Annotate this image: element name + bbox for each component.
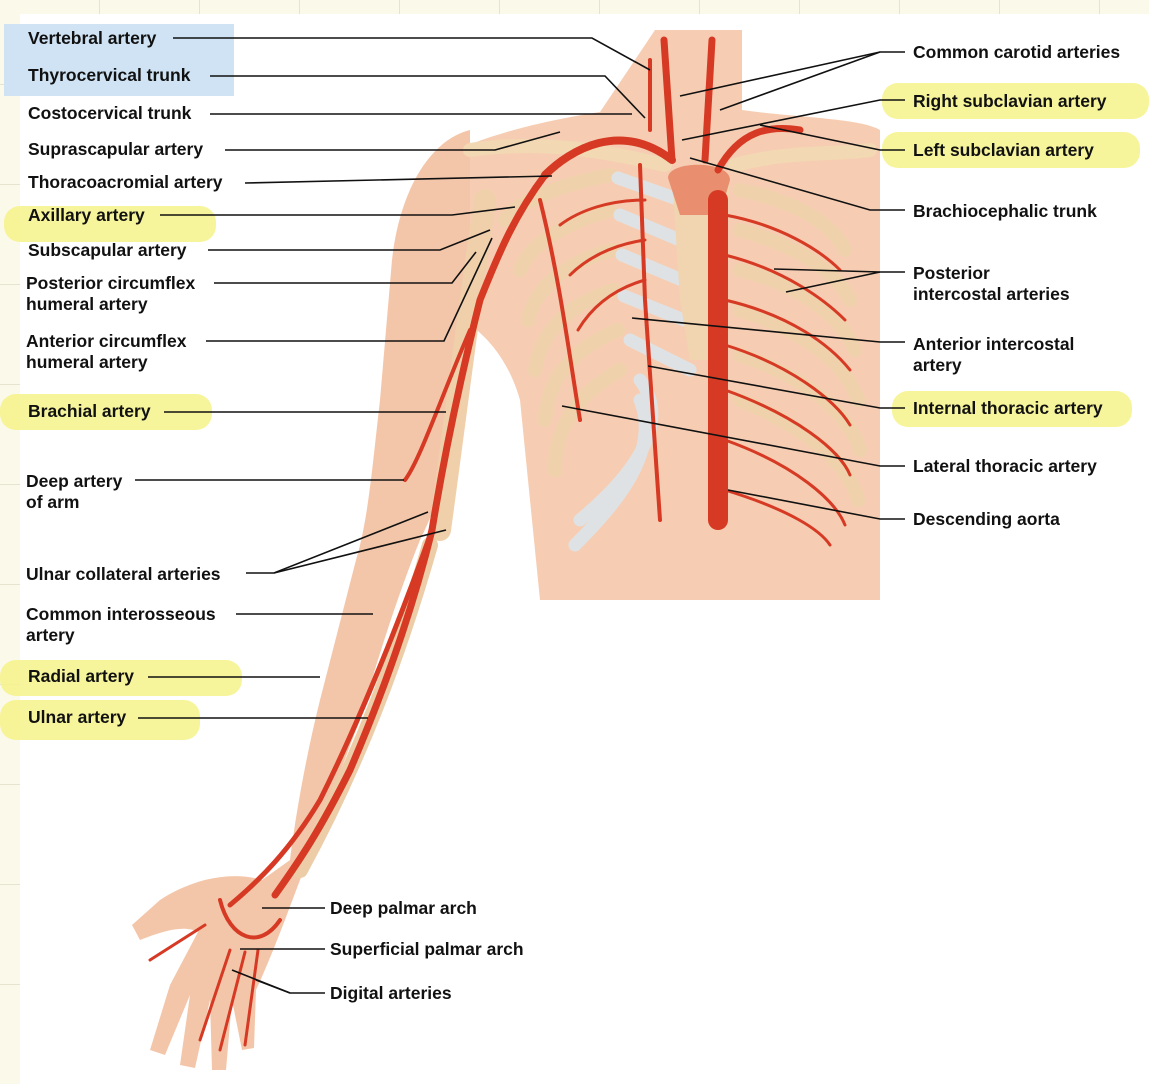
highlight-left-subclavian — [882, 132, 1140, 168]
label-posterior-intercostal-1: Posterior — [913, 263, 990, 283]
arteries — [148, 36, 852, 1052]
label-vertebral-artery: Vertebral artery — [28, 28, 157, 48]
artery-deep-arm — [403, 328, 472, 482]
highlight-right-subclavian — [882, 83, 1149, 119]
label-costocervical-trunk: Costocervical trunk — [28, 103, 192, 123]
label-thoracoacromial-artery: Thoracoacromial artery — [28, 172, 223, 192]
label-left-subclavian-artery: Left subclavian artery — [913, 140, 1094, 160]
highlight-vertebral — [4, 24, 234, 96]
highlight-axillary — [4, 206, 216, 242]
label-anterior-intercostal-1: Anterior intercostal — [913, 334, 1075, 354]
label-deep-artery-2: of arm — [26, 492, 80, 512]
label-brachiocephalic-trunk: Brachiocephalic trunk — [913, 201, 1097, 221]
highlight-radial — [0, 660, 242, 696]
artery-lateral-thoracic — [538, 198, 582, 422]
label-common-interosseous-1: Common interosseous — [26, 604, 216, 624]
highlight-ulnar — [0, 700, 200, 740]
artery-intercostals — [723, 213, 852, 547]
label-right-subclavian-artery: Right subclavian artery — [913, 91, 1107, 111]
label-thyrocervical-trunk: Thyrocervical trunk — [28, 65, 191, 85]
label-anterior-circumflex-2: humeral artery — [26, 352, 148, 372]
label-subscapular-artery: Subscapular artery — [28, 240, 187, 260]
clavicle — [463, 138, 672, 172]
label-ulnar-collateral-arteries: Ulnar collateral arteries — [26, 564, 221, 584]
label-common-interosseous-2: artery — [26, 625, 75, 645]
clavicle-left — [728, 143, 877, 172]
label-axillary-artery: Axillary artery — [28, 205, 145, 225]
label-posterior-circumflex-2: humeral artery — [26, 294, 148, 314]
artery-subclavian-right — [541, 136, 676, 179]
label-deep-artery-1: Deep artery — [26, 471, 123, 491]
label-descending-aorta: Descending aorta — [913, 509, 1060, 529]
label-lateral-thoracic-artery: Lateral thoracic artery — [913, 456, 1097, 476]
label-superficial-palmar-arch: Superficial palmar arch — [330, 939, 524, 959]
artery-common-carotid-right — [660, 36, 676, 164]
label-radial-artery: Radial artery — [28, 666, 135, 686]
label-suprascapular-artery: Suprascapular artery — [28, 139, 204, 159]
label-posterior-intercostal-2: intercostal arteries — [913, 284, 1070, 304]
artery-common-carotid-left — [701, 36, 716, 164]
label-brachial-artery: Brachial artery — [28, 401, 151, 421]
artery-digitals — [148, 923, 260, 1052]
label-anterior-circumflex-1: Anterior circumflex — [26, 331, 187, 351]
artery-radial — [227, 527, 435, 908]
artery-internal-thoracic — [638, 163, 662, 522]
label-digital-arteries: Digital arteries — [330, 983, 452, 1003]
label-internal-thoracic-artery: Internal thoracic artery — [913, 398, 1103, 418]
artery-palmar-arch — [218, 898, 282, 940]
label-anterior-intercostal-2: artery — [913, 355, 962, 375]
artery-subclavian-left — [714, 124, 804, 174]
label-ulnar-artery: Ulnar artery — [28, 707, 127, 727]
highlight-internal-thoracic — [892, 391, 1132, 427]
label-posterior-circumflex-1: Posterior circumflex — [26, 273, 196, 293]
label-deep-palmar-arch: Deep palmar arch — [330, 898, 477, 918]
arm-skin — [132, 130, 470, 1070]
leader-lines — [135, 37, 905, 994]
costal-cartilage — [568, 171, 697, 552]
label-common-carotid-arteries: Common carotid arteries — [913, 42, 1121, 62]
artery-thoracic-branches — [558, 198, 647, 332]
